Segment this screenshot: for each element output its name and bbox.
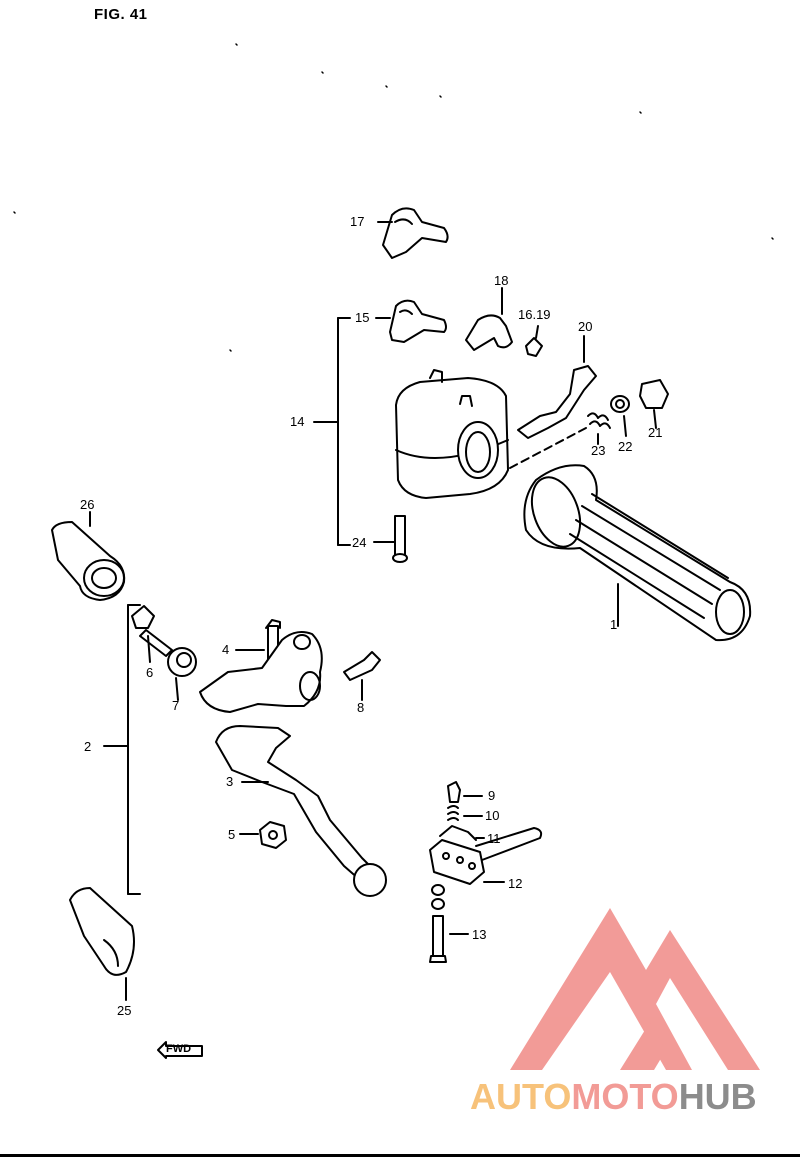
callout-25: 25 bbox=[117, 1003, 132, 1018]
callout-16-19: 16.19 bbox=[518, 307, 551, 322]
callout-23: 23 bbox=[591, 443, 606, 458]
callout-26: 26 bbox=[80, 497, 95, 512]
callout-4: 4 bbox=[222, 642, 230, 657]
part-14-switch-housing bbox=[395, 369, 587, 499]
callout-20: 20 bbox=[578, 319, 593, 334]
part-26-boot bbox=[51, 511, 126, 601]
watermark-wordmark: AUTOMOTOHUB bbox=[470, 1076, 757, 1118]
bottom-border-line bbox=[0, 1154, 800, 1157]
callout-1: 1 bbox=[610, 617, 618, 632]
part-16-19-screw bbox=[525, 325, 543, 357]
callout-2: 2 bbox=[84, 739, 92, 754]
part-21-cap-nut bbox=[639, 379, 669, 429]
watermark-part-hub: HUB bbox=[678, 1076, 757, 1117]
part-7-collar bbox=[167, 647, 197, 701]
callout-18: 18 bbox=[494, 273, 509, 288]
figure-title: FIG. 41 bbox=[94, 6, 148, 23]
callout-9: 9 bbox=[488, 788, 496, 803]
part-25-lever-boot bbox=[69, 887, 135, 1001]
callout-7: 7 bbox=[172, 698, 180, 713]
part-20-link-arm bbox=[517, 335, 597, 439]
part-5-nut bbox=[239, 821, 287, 849]
watermark-part-auto: AUTO bbox=[470, 1076, 572, 1117]
part-9-screw bbox=[447, 781, 483, 803]
watermark-part-moto: MOTO bbox=[571, 1076, 679, 1117]
part-8-screw bbox=[343, 651, 381, 701]
part-22-washer bbox=[610, 395, 630, 437]
part-24-screw bbox=[373, 515, 408, 563]
part-10-spring bbox=[447, 805, 483, 821]
callout-24: 24 bbox=[352, 535, 367, 550]
part-23-spring bbox=[587, 412, 611, 445]
part-3-lever bbox=[215, 725, 387, 897]
callout-3: 3 bbox=[226, 774, 234, 789]
callout-11: 11 bbox=[487, 831, 501, 846]
part-13-bolt bbox=[429, 884, 469, 963]
part-17-clamp-holder bbox=[377, 207, 449, 259]
callout-6: 6 bbox=[146, 665, 154, 680]
callout-21: 21 bbox=[648, 425, 663, 440]
bracket-group-14 bbox=[313, 317, 351, 546]
callout-15: 15 bbox=[355, 310, 370, 325]
callout-8: 8 bbox=[357, 700, 365, 715]
scan-specks bbox=[13, 43, 774, 352]
callout-22: 22 bbox=[618, 439, 633, 454]
part-15-clamp bbox=[375, 299, 447, 343]
part-18-clamp bbox=[465, 287, 513, 351]
part-4-lever-holder bbox=[199, 619, 323, 713]
part-11-cable-end bbox=[439, 825, 543, 861]
fwd-label: FWD bbox=[166, 1043, 192, 1055]
callout-10: 10 bbox=[485, 808, 500, 823]
part-12-bracket bbox=[429, 839, 505, 885]
part-1-grip bbox=[523, 464, 752, 642]
bracket-group-2 bbox=[103, 604, 141, 895]
callout-13: 13 bbox=[472, 927, 487, 942]
part-6-bolt bbox=[131, 605, 173, 663]
automotohub-logo-icon bbox=[510, 908, 760, 1070]
callout-5: 5 bbox=[228, 827, 236, 842]
callout-12: 12 bbox=[508, 876, 523, 891]
fwd-arrow-icon bbox=[157, 1041, 203, 1059]
callout-14: 14 bbox=[290, 414, 305, 429]
callout-17: 17 bbox=[350, 214, 365, 229]
